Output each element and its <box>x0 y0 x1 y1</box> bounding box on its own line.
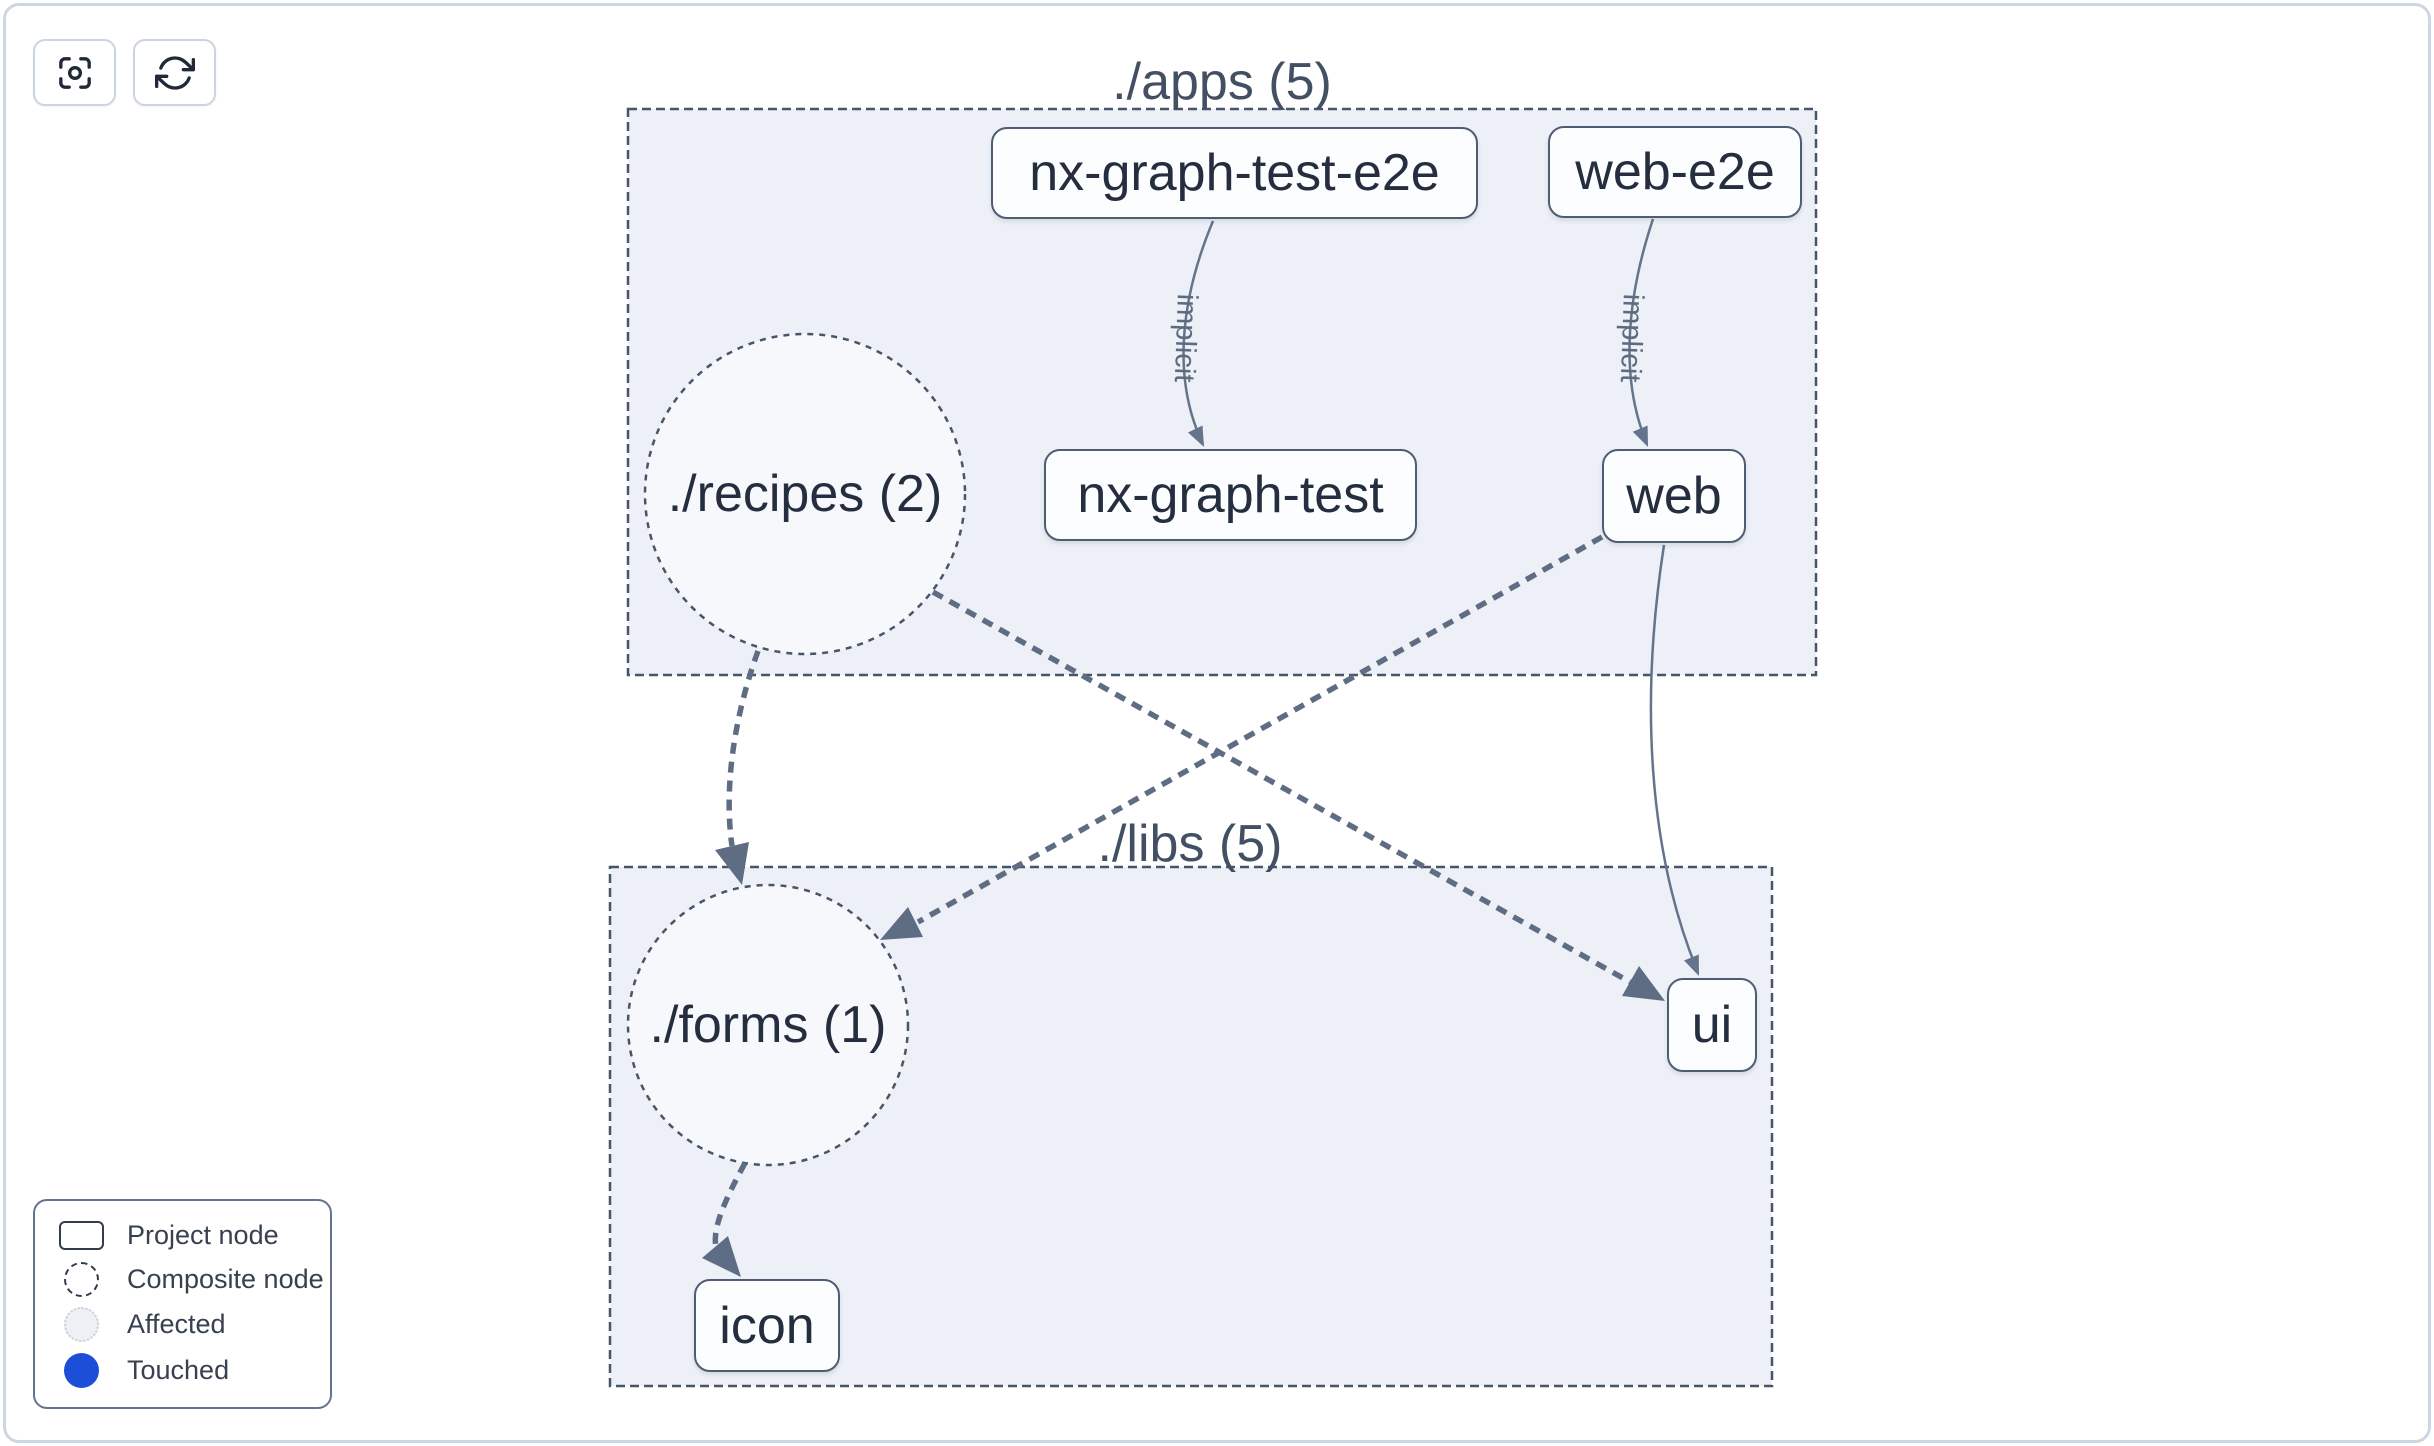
legend-label: Affected <box>127 1309 226 1340</box>
node-label: nx-graph-test <box>1077 466 1384 524</box>
composite-node-swatch <box>35 1261 127 1297</box>
refresh-button[interactable] <box>133 39 216 106</box>
arrowhead-to-web <box>1632 425 1648 447</box>
legend-label: Project node <box>127 1219 279 1250</box>
edge-web-to-ui[interactable] <box>1649 544 1699 971</box>
arrowhead-to-icon <box>702 1236 741 1277</box>
refresh-cycle-icon <box>154 55 195 90</box>
edge-recipes-to-forms[interactable] <box>726 650 761 847</box>
node-label: web-e2e <box>1575 143 1775 201</box>
legend: Project node Composite node Affected Tou… <box>33 1199 332 1409</box>
focus-button[interactable] <box>33 39 116 106</box>
arrowhead-to-forms-2 <box>880 907 923 940</box>
legend-row-touched: Touched <box>35 1353 330 1389</box>
edge-web-to-forms[interactable] <box>916 534 1604 925</box>
edge-label-implicit-2: implicit <box>1614 293 1649 383</box>
group-label-apps[interactable]: ./apps (5) <box>1112 53 1332 111</box>
legend-label: Touched <box>127 1355 230 1386</box>
edge-label-implicit-1: implicit <box>1168 293 1203 383</box>
project-node-web[interactable]: web <box>1602 449 1746 543</box>
project-node-web-e2e[interactable]: web-e2e <box>1548 126 1802 218</box>
legend-label: Composite node <box>127 1263 324 1294</box>
legend-row-composite-node: Composite node <box>35 1261 330 1297</box>
arrowhead-to-forms-1 <box>715 842 749 885</box>
legend-row-project-node: Project node <box>35 1220 330 1251</box>
edge-forms-to-icon[interactable] <box>712 1161 748 1249</box>
edge-web-e2e-to-web[interactable] <box>1628 218 1655 445</box>
project-node-nx-graph-test-e2e[interactable]: nx-graph-test-e2e <box>991 127 1478 219</box>
crosshair-focus-icon <box>58 56 91 89</box>
composite-node-forms[interactable] <box>626 883 910 1167</box>
edge-nx-graph-test-e2e-to-nx-graph-test[interactable] <box>1182 220 1215 445</box>
node-label: nx-graph-test-e2e <box>1029 144 1440 202</box>
touched-swatch <box>35 1353 127 1389</box>
composite-label-forms[interactable]: ./forms (1) <box>649 996 887 1054</box>
affected-swatch <box>35 1307 127 1343</box>
node-label: ui <box>1691 996 1733 1054</box>
composite-node-recipes[interactable] <box>643 332 967 656</box>
project-node-icon[interactable]: icon <box>694 1279 840 1372</box>
arrowhead-to-nx-graph-test <box>1188 425 1204 447</box>
group-label-libs[interactable]: ./libs (5) <box>1097 815 1283 873</box>
legend-row-affected: Affected <box>35 1307 330 1343</box>
arrowhead-to-ui-direct <box>1684 954 1699 976</box>
node-label: icon <box>719 1296 815 1355</box>
edge-recipes-to-ui[interactable] <box>931 589 1632 985</box>
project-node-nx-graph-test[interactable]: nx-graph-test <box>1044 449 1417 541</box>
arrowhead-to-ui <box>1622 966 1665 1001</box>
project-node-ui[interactable]: ui <box>1667 978 1757 1072</box>
node-label: web <box>1626 467 1722 525</box>
composite-label-recipes[interactable]: ./recipes (2) <box>667 465 943 523</box>
project-node-swatch <box>35 1220 127 1250</box>
